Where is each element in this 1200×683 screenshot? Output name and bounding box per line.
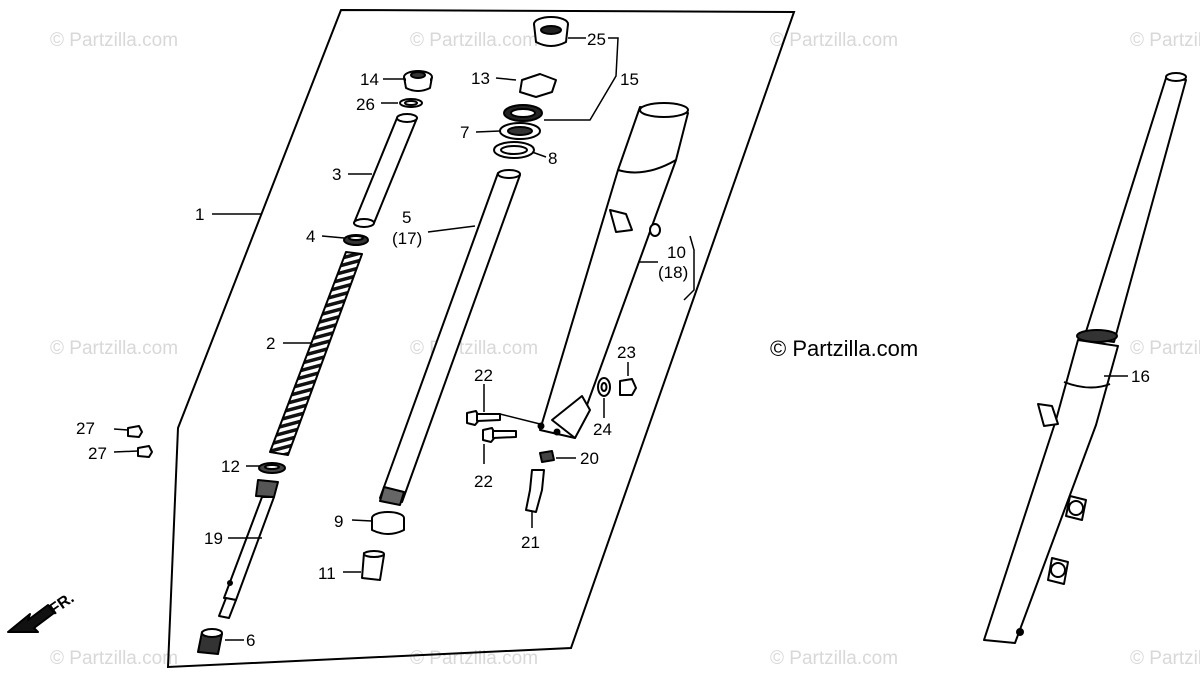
watermark: © Partzilla.com — [1130, 30, 1200, 51]
callout-7: 7 — [460, 123, 469, 142]
spring-seat-part — [343, 234, 369, 246]
callout-25: 25 — [587, 30, 606, 49]
complete-fork-part — [983, 72, 1187, 644]
copyright-notice: © Partzilla.com — [770, 336, 919, 361]
callout-21: 21 — [521, 533, 540, 552]
callout-4: 4 — [306, 227, 315, 246]
callout-19: 19 — [204, 529, 223, 548]
snap-ring-part — [519, 73, 557, 98]
callout-22: 22 — [474, 472, 493, 491]
callout-10: 10 — [667, 243, 686, 262]
callout-9: 9 — [334, 512, 343, 531]
rebound-spring-part — [197, 628, 223, 655]
watermark: © Partzilla.com — [1130, 648, 1200, 669]
bottom-case-part — [537, 102, 689, 439]
oil-seal-part — [493, 104, 543, 159]
oil-lock-piece-part — [361, 550, 385, 581]
leader-lines — [113, 37, 1128, 641]
callout-3: 3 — [332, 165, 341, 184]
front-arrow-icon — [7, 604, 55, 633]
drain-bolt-part — [597, 377, 637, 397]
callout-14: 14 — [360, 70, 379, 89]
callout-10-alt: (18) — [658, 263, 688, 282]
fork-bolt-part — [399, 70, 433, 108]
callout-8: 8 — [548, 149, 557, 168]
callout-26: 26 — [356, 95, 375, 114]
callout-13: 13 — [471, 69, 490, 88]
callout-5: 5 — [402, 208, 411, 227]
watermark: © Partzilla.com — [770, 648, 899, 669]
socket-bolt-part — [525, 450, 555, 513]
callout-12: 12 — [221, 457, 240, 476]
slide-bushing-part — [371, 511, 405, 535]
watermark: © Partzilla.com — [1130, 338, 1200, 359]
axle-bolt-part — [466, 410, 517, 443]
damper-rod-part — [218, 479, 279, 619]
watermark: © Partzilla.com — [50, 30, 179, 51]
fork-spring-part — [269, 251, 363, 456]
watermark: © Partzilla.com — [50, 338, 179, 359]
callout-5-alt: (17) — [392, 229, 422, 248]
callout-16: 16 — [1131, 367, 1150, 386]
watermark: © Partzilla.com — [770, 30, 899, 51]
dust-seal-part — [533, 16, 569, 47]
callout-1: 1 — [195, 205, 204, 224]
spacer-tube-part — [353, 113, 418, 228]
callout-15: 15 — [620, 70, 639, 89]
watermark: © Partzilla.com — [410, 30, 539, 51]
callout-22: 22 — [474, 366, 493, 385]
callout-2: 2 — [266, 334, 275, 353]
watermark: © Partzilla.com — [50, 648, 179, 669]
callout-6: 6 — [246, 631, 255, 650]
screw-part — [127, 425, 153, 458]
callout-23: 23 — [617, 343, 636, 362]
fork-pipe-part — [379, 169, 521, 506]
callout-27: 27 — [76, 419, 95, 438]
callout-27: 27 — [88, 444, 107, 463]
assembly-boundary — [166, 8, 796, 669]
callout-24: 24 — [593, 420, 612, 439]
piston-ring-part — [258, 462, 286, 474]
callout-20: 20 — [580, 449, 599, 468]
callout-11: 11 — [318, 564, 336, 583]
